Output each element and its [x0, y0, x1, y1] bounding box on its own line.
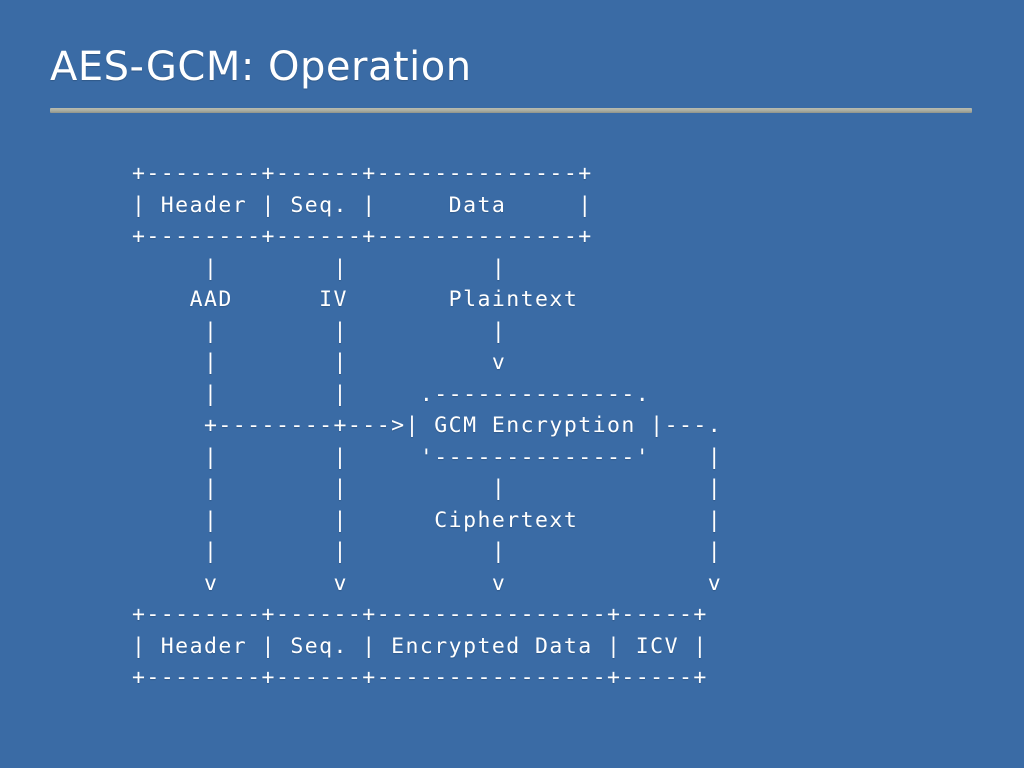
ascii-diagram: +--------+------+--------------+ | Heade… — [132, 158, 722, 694]
page-title: AES-GCM: Operation — [50, 44, 472, 90]
title-underline-rule — [50, 108, 972, 113]
ascii-diagram-art: +--------+------+--------------+ | Heade… — [132, 161, 723, 690]
title-block: AES-GCM: Operation — [50, 40, 974, 113]
